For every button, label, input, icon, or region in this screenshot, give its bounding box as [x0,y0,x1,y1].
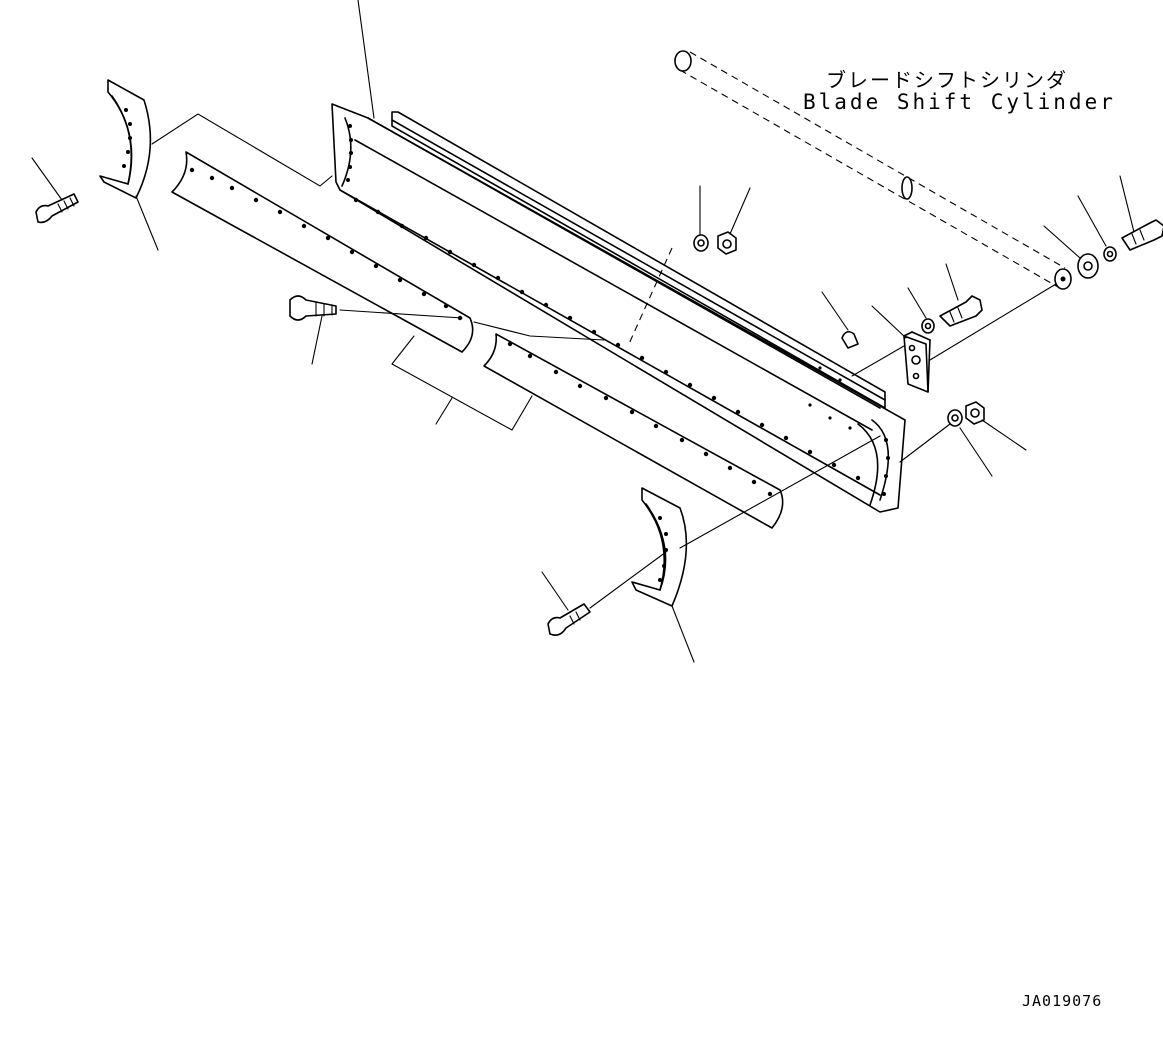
left-cutting-edge [171,151,474,353]
washer-bracket [921,318,935,334]
washer-top [693,234,709,252]
blade-shift-cylinder [674,50,1072,290]
washer-cylinder-large [1077,253,1099,279]
left-end-bolt [35,193,79,224]
left-end-bit [99,79,152,199]
cylinder-label-english: Blade Shift Cylinder [803,90,1116,114]
main-blade [331,103,906,513]
right-end-bolt [547,603,591,636]
main-blade-hole-row [346,124,890,496]
nut-right [965,401,985,425]
cutting-edge-bolt [289,295,337,321]
cylinder-bolt [1121,219,1163,251]
leader-lines [31,0,1135,663]
cylinder-bracket [903,331,931,393]
figure-code: JA019076 [1022,992,1103,1010]
washer-cylinder-small [1103,246,1117,262]
right-cutting-edge [483,333,784,529]
cap [841,330,859,349]
bracket-bolt [939,295,983,327]
nut-top [717,231,737,255]
washer-right [947,409,963,427]
cylinder-label-japanese: ブレードシフトシリンダ [826,68,1068,92]
right-end-bit [631,487,688,607]
